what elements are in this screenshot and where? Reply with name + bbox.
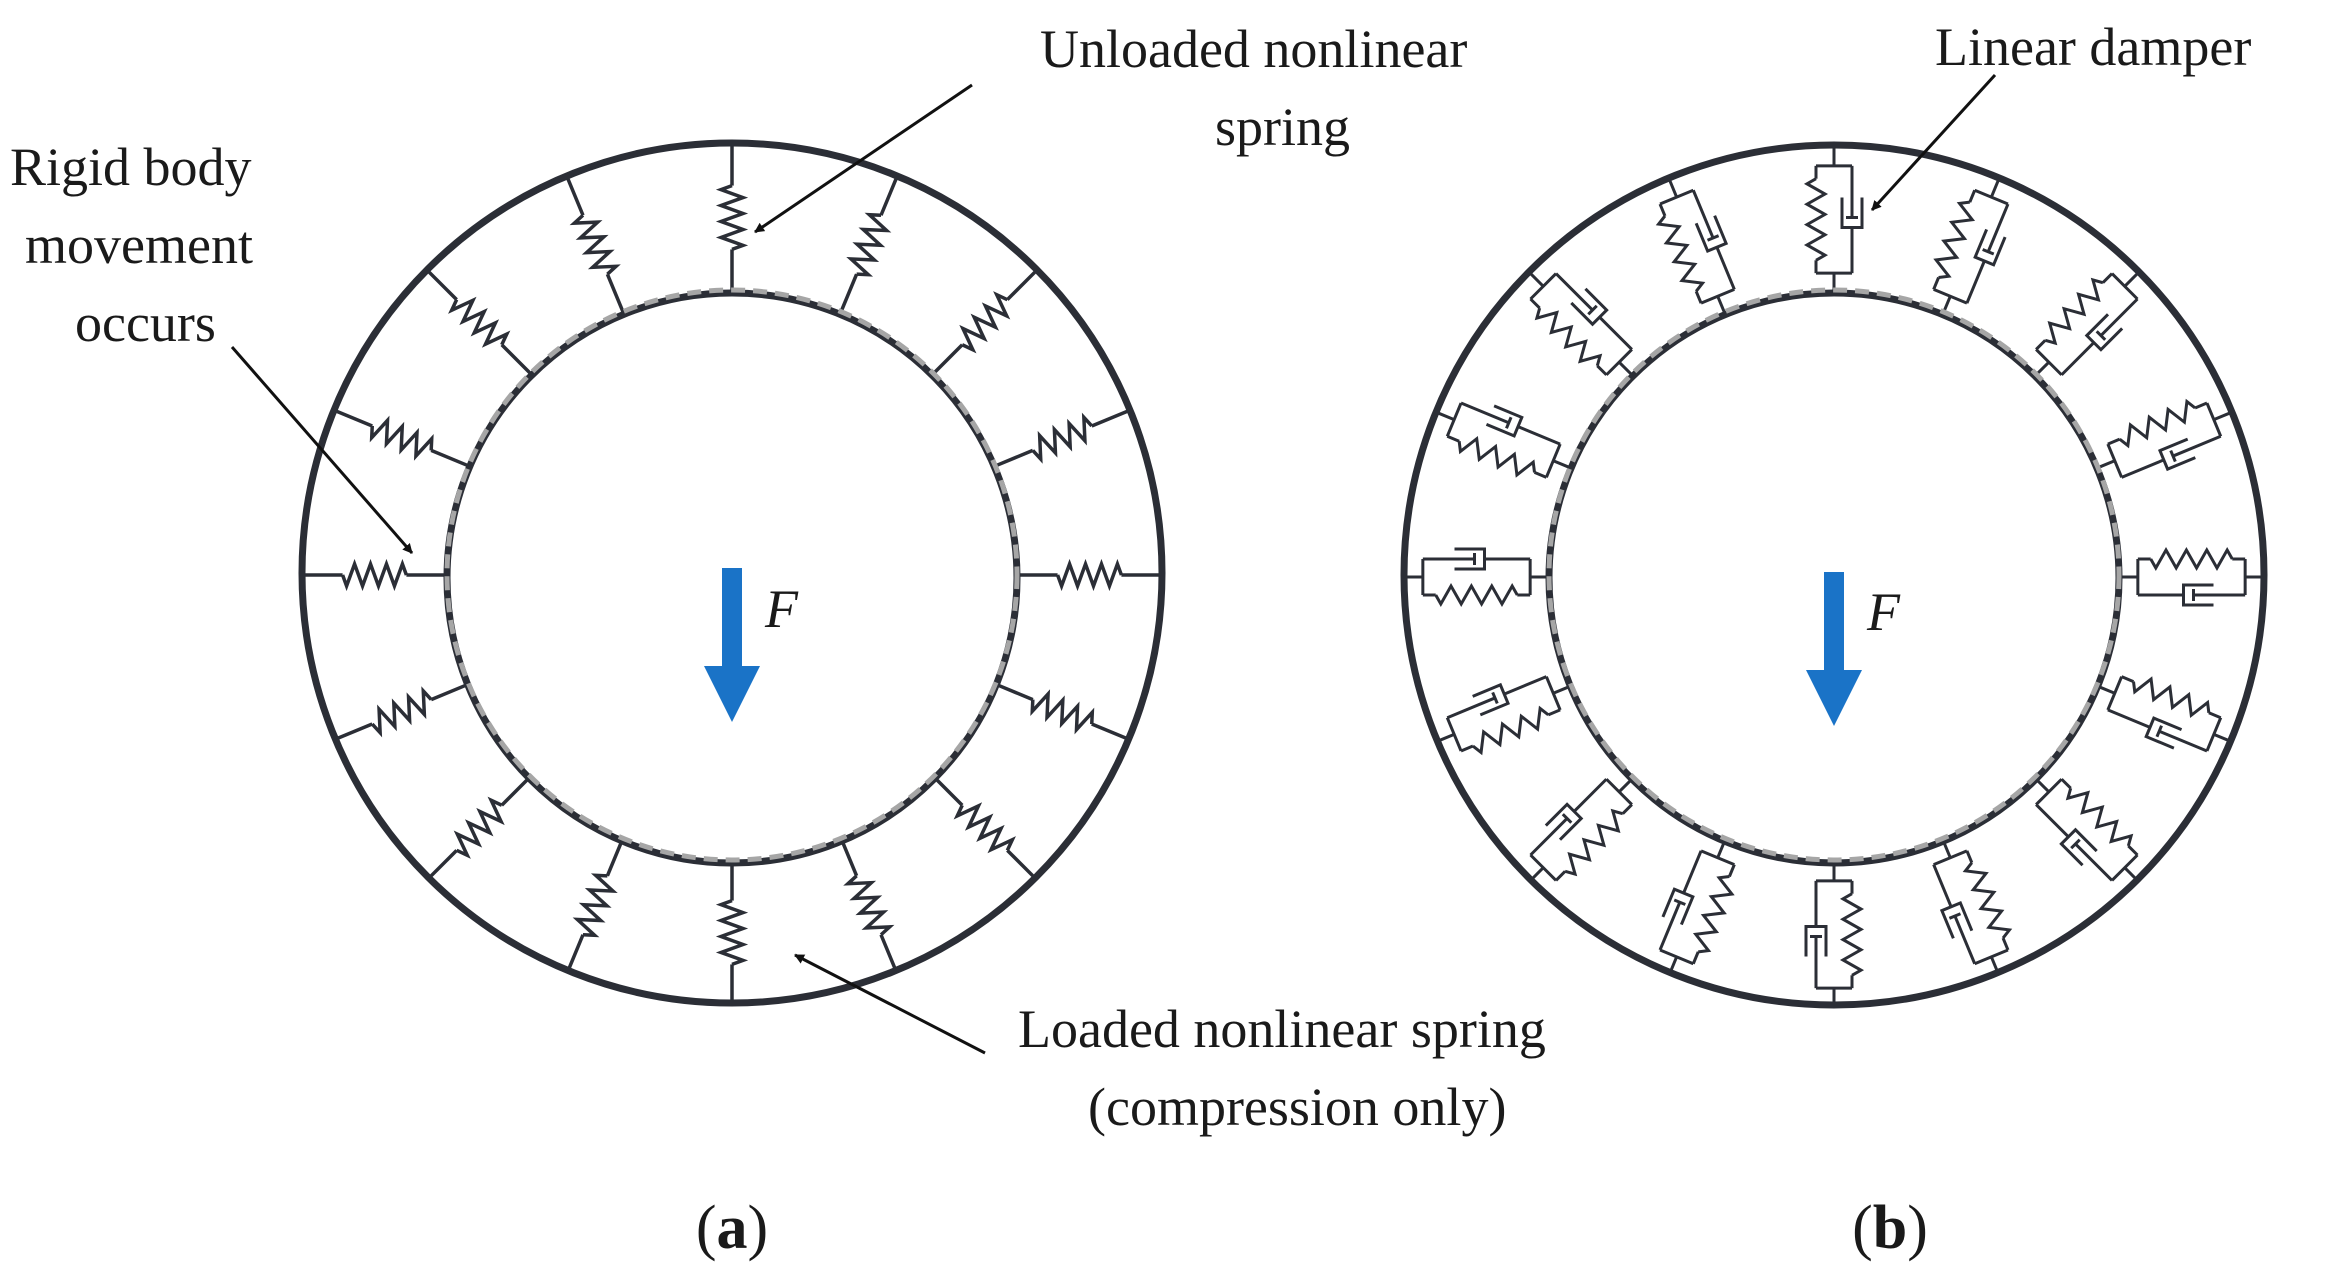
spring-damper-element-4	[2096, 398, 2232, 479]
spring-damper-element-3	[2034, 271, 2140, 377]
loaded-spring-label-line2: (compression only)	[1088, 1077, 1506, 1137]
force-label-a: F	[764, 579, 799, 639]
panel-a-caption: (a)	[696, 1194, 768, 1262]
spring-element-11	[426, 775, 532, 881]
force-arrow-a	[704, 568, 760, 722]
rigid-body-label-line1: Rigid body	[10, 137, 252, 197]
spring-element-5	[1017, 558, 1162, 592]
panel-b-caption: (b)	[1852, 1194, 1928, 1262]
spring-damper-element-15	[1528, 271, 1634, 377]
loaded-spring-label-line1: Loaded nonlinear spring	[1018, 999, 1546, 1059]
spring-element-1	[715, 145, 749, 290]
outer-ring-a	[298, 139, 1166, 1007]
rigid-body-label-line2: movement	[25, 215, 253, 275]
spring-damper-element-8	[1932, 839, 2013, 975]
unloaded-spring-arrow	[754, 83, 973, 234]
original-position-dashed-a	[444, 287, 1020, 863]
spring-element-10	[565, 837, 625, 973]
rigid-body-label-line3: occurs	[75, 293, 216, 353]
linear-damper-label: Linear damper	[1935, 17, 2251, 77]
spring-damper-element-11	[1528, 777, 1634, 883]
spring-damper-element-14	[1436, 401, 1572, 479]
spring-element-12	[334, 682, 470, 742]
spring-damper-element-12	[1436, 675, 1572, 756]
unloaded-spring-label-line1: Unloaded nonlinear	[1040, 19, 1467, 79]
spring-element-13	[302, 558, 447, 592]
unloaded-spring-label-line2: spring	[1215, 97, 1350, 157]
spring-damper-element-16	[1655, 179, 1736, 315]
outer-ring-b	[1400, 141, 2268, 1009]
spring-element-16	[565, 177, 625, 313]
spring-element-4	[994, 408, 1130, 468]
spring-damper-element-13	[1404, 547, 1549, 608]
spring-damper-element-9	[1804, 862, 1865, 1007]
spring-damper-element-10	[1658, 839, 1736, 975]
spring-element-14	[334, 408, 470, 468]
spring-damper-element-5	[2119, 546, 2264, 607]
spring-element-3	[932, 269, 1038, 375]
original-position-dashed-b	[1546, 287, 2122, 863]
spring-element-8	[839, 837, 899, 973]
spring-elements-a	[302, 145, 1162, 1005]
spring-element-2	[839, 177, 899, 313]
spring-element-6	[994, 682, 1130, 742]
spring-damper-element-6	[2096, 675, 2232, 753]
panel-b-spring-damper-model: F	[1400, 141, 2268, 1009]
panel-a-spring-model: F	[298, 139, 1166, 1007]
loaded-spring-arrow	[794, 953, 986, 1055]
force-arrow-b	[1806, 572, 1862, 726]
damper-arrow	[1870, 73, 1997, 212]
spring-damper-element-1	[1803, 147, 1864, 292]
spring-element-7	[932, 775, 1038, 881]
force-label-b: F	[1866, 582, 1901, 642]
rigid-body-arrow	[230, 346, 414, 554]
spring-damper-element-2	[1932, 179, 2010, 315]
spring-element-15	[426, 269, 532, 375]
spring-element-9	[715, 860, 749, 1005]
